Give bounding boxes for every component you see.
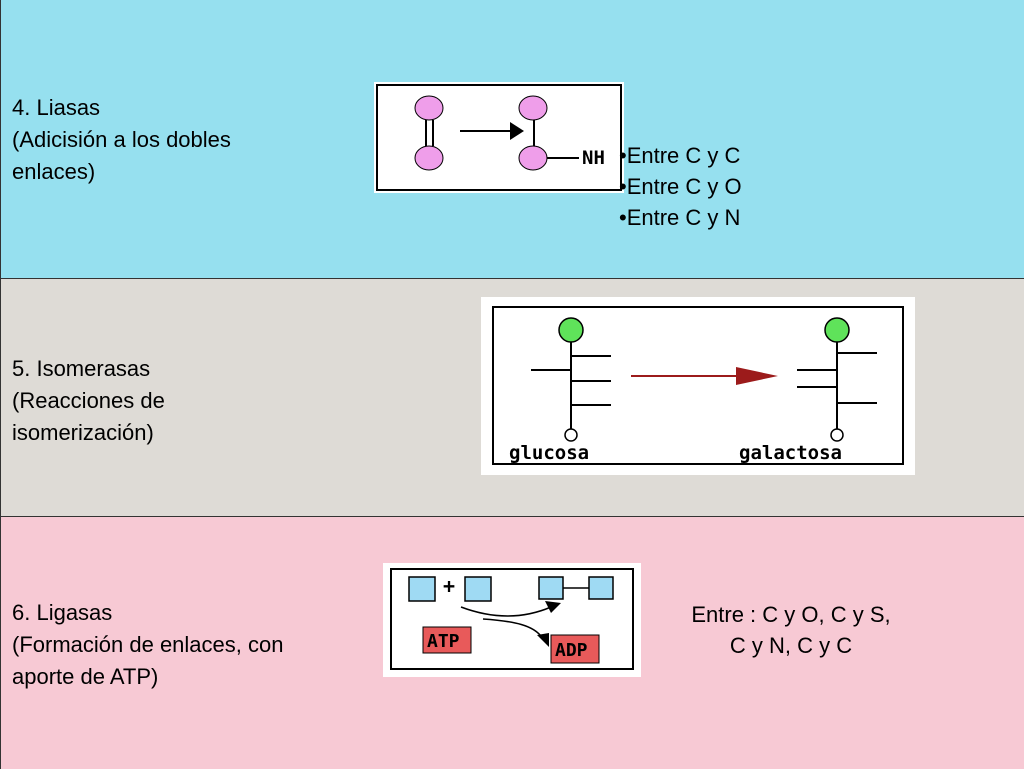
arrow-head (510, 122, 524, 140)
cell-isomerases-detail: glucosa galactosa (368, 279, 1024, 518)
substrate-b-box (464, 576, 492, 602)
isomerases-diagram-svg: glucosa galactosa (481, 297, 915, 475)
glucose-head-atom (558, 317, 584, 343)
adp-label: ADP (555, 640, 588, 661)
atom-bottom-left (414, 145, 444, 171)
isomerases-title: 5. Isomerasas (12, 356, 151, 381)
lyases-diagram-svg: NH (376, 84, 622, 191)
lyases-diagram: NH (374, 82, 624, 193)
adp-box (550, 634, 600, 664)
row-lyases: 4. Liasas (Adicisión a los dobles enlace… (0, 0, 1024, 279)
bond-item: •Entre C y N (619, 205, 741, 230)
atom-top-right (518, 95, 548, 121)
conversion-arrow-head (736, 367, 778, 385)
lyases-label: 4. Liasas (Adicisión a los dobles enlace… (12, 92, 231, 188)
galactose-head-atom (824, 317, 850, 343)
ligases-subtitle-line2: aporte de ATP) (12, 664, 159, 689)
glucose-label: glucosa (509, 442, 589, 464)
cell-ligases-name: 6. Ligasas (Formación de enlaces, con ap… (0, 517, 369, 769)
isomerases-subtitle-line2: isomerización) (12, 420, 154, 445)
lyases-subtitle-line1: (Adicisión a los dobles (12, 127, 231, 152)
lyases-subtitle-line2: enlaces) (12, 159, 96, 184)
ligases-diagram: + ATP ADP (383, 563, 641, 677)
lyases-title: 4. Liasas (12, 95, 101, 120)
cell-lyases-name: 4. Liasas (Adicisión a los dobles enlace… (0, 0, 369, 279)
atom-top-left (414, 95, 444, 121)
atp-label: ATP (427, 631, 460, 652)
ligases-note-line1: Entre : C y O, C y S, (691, 602, 891, 627)
lyases-bonds-list: •Entre C y C •Entre C y O •Entre C y N (619, 140, 742, 233)
galactose-tail-atom (830, 428, 844, 442)
isomerases-subtitle-line1: (Reacciones de (12, 388, 165, 413)
product-right-box (588, 576, 614, 600)
galactose-label: galactosa (739, 442, 842, 464)
cell-lyases-detail: NH •Entre C y C •Entre C y O •Entre C y … (368, 0, 1024, 279)
bond-item: •Entre C y O (619, 174, 742, 199)
glucose-tail-atom (564, 428, 578, 442)
product-arrow-head (545, 601, 561, 613)
bond-item: •Entre C y C (619, 143, 741, 168)
isomerases-label: 5. Isomerasas (Reacciones de isomerizaci… (12, 353, 165, 449)
substrate-a-box (408, 576, 436, 602)
ligases-diagram-svg: + ATP ADP (383, 563, 641, 677)
atp-box (422, 626, 472, 654)
nh-label: NH (582, 147, 605, 169)
adp-arrow-head (537, 633, 549, 647)
isomerases-diagram: glucosa galactosa (481, 297, 915, 475)
atom-bottom-right (518, 145, 548, 171)
plus-sign: + (443, 574, 455, 598)
row-isomerases: 5. Isomerasas (Reacciones de isomerizaci… (0, 278, 1024, 518)
ligases-title: 6. Ligasas (12, 600, 113, 625)
ligases-note-line2: C y N, C y C (729, 633, 853, 658)
ligases-subtitle-line1: (Formación de enlaces, con (12, 632, 284, 657)
ligases-bonds-note: Entre : C y O, C y S, C y N, C y C (658, 599, 924, 661)
cell-ligases-detail: + ATP ADP Entre : C y O, C y (368, 517, 1024, 769)
row-ligases: 6. Ligasas (Formación de enlaces, con ap… (0, 516, 1024, 769)
cell-isomerases-name: 5. Isomerasas (Reacciones de isomerizaci… (0, 279, 369, 518)
ligases-label: 6. Ligasas (Formación de enlaces, con ap… (12, 597, 283, 693)
product-left-box (538, 576, 564, 600)
